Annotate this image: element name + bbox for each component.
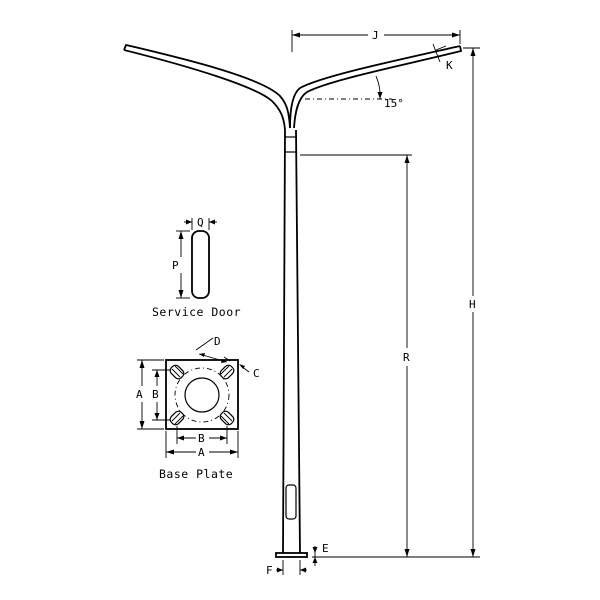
pole-base-plate	[275, 552, 308, 558]
dimension-e: E	[312, 542, 329, 566]
bolt-slot-bottom-left	[169, 410, 185, 426]
label-b-horizontal: B	[198, 432, 205, 445]
service-door-detail: Q P Service Door	[152, 216, 241, 319]
label-r: R	[403, 351, 410, 364]
label-c: C	[253, 367, 260, 380]
label-b-vertical: B	[152, 388, 159, 401]
right-arm	[293, 45, 463, 129]
bolt-slot-top-left	[169, 364, 185, 380]
center-hole	[184, 377, 220, 413]
dimension-j: J	[291, 29, 461, 52]
base-plate-outline	[165, 359, 239, 430]
dimension-r: R	[300, 154, 412, 557]
label-j: J	[372, 29, 379, 42]
left-arm	[123, 43, 291, 129]
label-k: K	[446, 59, 453, 72]
dimension-h: H	[312, 47, 480, 558]
label-d: D	[214, 335, 221, 348]
bolt-circle	[174, 367, 230, 423]
label-e: E	[322, 542, 329, 555]
left-arm-lower-edge	[123, 49, 286, 131]
pole-service-door	[285, 484, 297, 520]
label-a-horizontal: A	[198, 446, 205, 459]
label-a-vertical: A	[136, 388, 143, 401]
shaft-right-edge	[295, 129, 301, 554]
angle-dimension: 15°	[305, 75, 404, 110]
base-plate-detail: D C A B B A Bas	[136, 335, 260, 481]
bolt-slot-top-right	[219, 364, 235, 380]
dimension-f: F	[266, 560, 307, 577]
service-door-outline	[191, 230, 210, 299]
right-arm-upper-edge	[289, 45, 461, 129]
label-p: P	[172, 259, 179, 272]
label-angle: 15°	[384, 97, 404, 110]
service-door-caption: Service Door	[152, 305, 241, 319]
pole	[123, 43, 463, 558]
label-f: F	[266, 564, 273, 577]
dimension-k: K	[432, 43, 453, 72]
shaft-left-edge	[282, 129, 286, 554]
label-h: H	[469, 298, 476, 311]
bolt-slot-bottom-right	[219, 410, 235, 426]
label-q: Q	[197, 216, 204, 229]
base-plate-caption: Base Plate	[159, 467, 233, 481]
